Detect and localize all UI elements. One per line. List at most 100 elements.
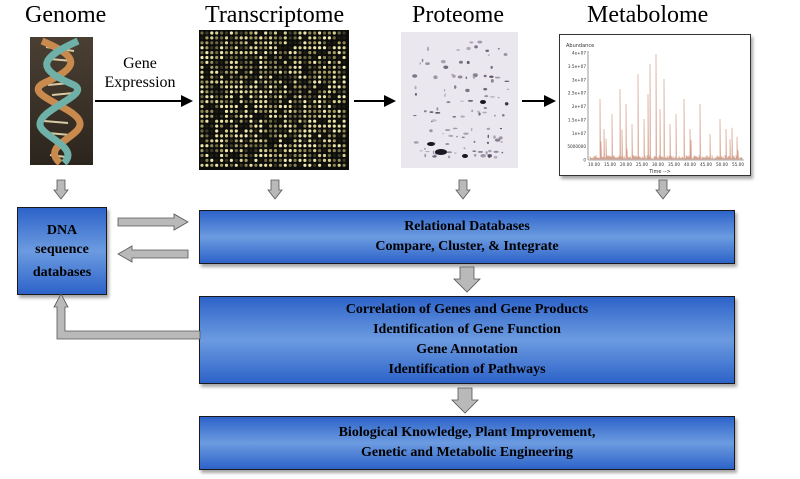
microarray-spot <box>249 46 253 50</box>
microarray-spot <box>249 119 253 123</box>
microarray-spot <box>205 60 209 64</box>
microarray-spot <box>269 149 273 153</box>
microarray-spot <box>269 109 273 113</box>
microarray-spot <box>318 149 322 153</box>
microarray-spot <box>249 163 253 167</box>
gel-spot <box>490 79 494 83</box>
microarray-spot <box>308 129 312 133</box>
gel-spot <box>419 62 421 65</box>
microarray-spot <box>224 134 229 138</box>
microarray-spot <box>298 36 302 40</box>
microarray-spot <box>259 75 263 79</box>
microarray-spot <box>332 75 336 79</box>
microarray-spot <box>239 153 243 158</box>
microarray-spot <box>298 158 302 162</box>
microarray-spot <box>234 104 238 109</box>
microarray-spot <box>210 46 214 50</box>
microarray-spot <box>234 129 238 133</box>
microarray-spot <box>264 129 268 133</box>
microarray-spot <box>215 51 219 55</box>
microarray-spot <box>278 36 282 40</box>
microarray-spot <box>229 55 233 60</box>
microarray-spot <box>239 31 243 35</box>
gel-spot <box>504 102 509 106</box>
microarray-spot <box>244 149 248 153</box>
microarray-spot <box>327 129 331 133</box>
microarray-spot <box>239 114 243 118</box>
gel-spot <box>488 149 492 153</box>
microarray-spot <box>288 163 292 167</box>
microarray-spot <box>244 51 248 55</box>
microarray-spot <box>210 134 214 138</box>
microarray-spot <box>308 80 312 84</box>
microarray-spot <box>220 75 224 79</box>
microarray-spot <box>318 139 322 143</box>
microarray-spot <box>293 100 297 104</box>
microarray-spot <box>293 65 297 69</box>
microarray-spot <box>249 139 253 143</box>
microarray-spot <box>210 70 214 74</box>
microarray-spot <box>269 158 273 162</box>
microarray-spot <box>205 124 209 128</box>
microarray-spot <box>205 41 209 45</box>
chromatogram-y-tick: 2.5e+07 <box>568 91 586 96</box>
gel-spot <box>414 93 418 96</box>
relational-databases-box: Relational Databases Compare, Cluster, &… <box>199 210 735 264</box>
microarray-spot <box>244 134 248 138</box>
microarray-spot <box>327 60 331 64</box>
header-transcriptome: Transcriptome <box>205 2 345 28</box>
microarray-spot <box>244 144 248 148</box>
microarray-spot <box>337 60 341 64</box>
microarray-spot <box>254 51 258 55</box>
microarray-spot <box>337 114 341 118</box>
microarray-spot <box>303 129 307 133</box>
microarray-spot <box>283 124 287 128</box>
microarray-spot <box>308 90 312 94</box>
microarray-spot <box>288 149 292 153</box>
microarray-spot <box>259 158 263 162</box>
gel-spot <box>456 135 458 138</box>
microarray-spot <box>249 149 253 153</box>
microarray-spot <box>342 65 346 69</box>
microarray-spot <box>264 90 268 94</box>
microarray-spot <box>259 51 263 55</box>
microarray-spot <box>269 95 273 99</box>
microarray-spot <box>313 129 317 133</box>
microarray-spot <box>293 31 297 35</box>
microarray-spot <box>234 100 238 104</box>
microarray-spot <box>293 114 297 118</box>
microarray-spot <box>229 41 233 45</box>
microarray-spot <box>224 144 229 148</box>
microarray-spot <box>249 75 253 79</box>
microarray-spot <box>200 114 204 118</box>
microarray-spot <box>229 36 233 40</box>
microarray-spot <box>342 104 346 109</box>
microarray-spot <box>229 114 233 118</box>
microarray-spot <box>293 104 297 109</box>
microarray-spot <box>342 46 346 50</box>
microarray-spot <box>220 129 224 133</box>
microarray-spot <box>215 100 219 104</box>
microarray-spot <box>298 55 302 60</box>
microarray-spot <box>337 75 341 79</box>
microarray-spot <box>254 100 258 104</box>
microarray-spot <box>273 163 278 167</box>
gel-spot <box>463 147 466 150</box>
gel-spot <box>477 151 484 153</box>
microarray-spot <box>234 134 238 138</box>
microarray-spot <box>283 163 287 167</box>
microarray-spot <box>239 90 243 94</box>
gel-spot <box>459 100 465 102</box>
microarray-spot <box>244 119 248 123</box>
microarray-spot <box>205 158 209 162</box>
microarray-spot <box>249 36 253 40</box>
microarray-spot <box>342 75 346 79</box>
microarray-spot <box>234 51 238 55</box>
microarray-spot <box>229 144 233 148</box>
microarray-spot <box>342 41 346 45</box>
microarray-spot <box>318 41 322 45</box>
microarray-spot <box>229 80 233 84</box>
microarray-spot <box>293 46 297 50</box>
microarray-spot <box>224 100 229 104</box>
microarray-spot <box>327 95 331 99</box>
